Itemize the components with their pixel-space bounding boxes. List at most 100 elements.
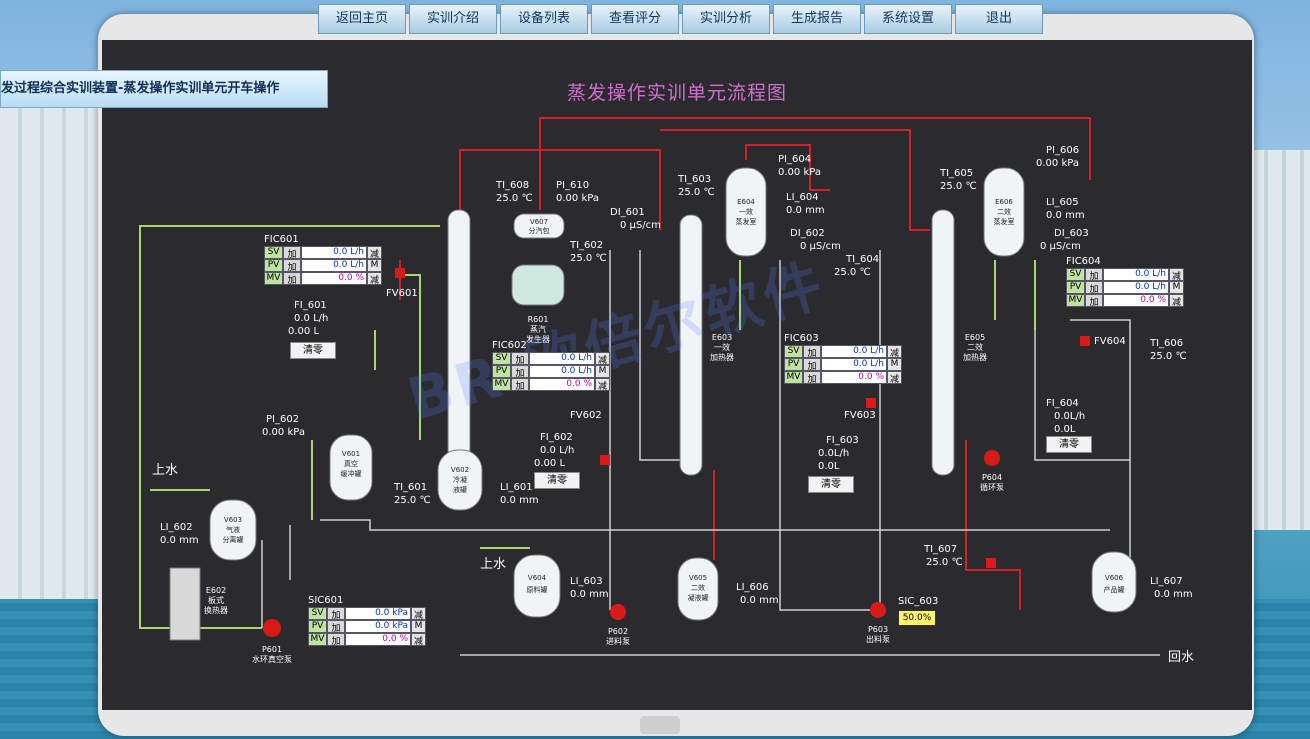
sic601-mv-increase-button[interactable]: 加 [327, 633, 345, 647]
sic601-sv-decrease-button[interactable]: 减 [411, 607, 426, 621]
fv603-valve [866, 398, 876, 408]
fic602-mv-decrease-button[interactable]: 减 [595, 378, 610, 392]
e605-tag: E605 [965, 333, 985, 342]
li606-value: 0.0 mm [740, 595, 779, 606]
r601-name1: 蒸汽 [530, 324, 546, 334]
fic604-mode-button[interactable]: M [1169, 281, 1184, 294]
fic603-sv-increase-button[interactable]: 加 [803, 345, 821, 359]
fic601-mv-increase-button[interactable]: 加 [283, 272, 301, 286]
nav-intro-button[interactable]: 实训介绍 [409, 4, 497, 34]
e605-condensate-line [965, 440, 1021, 610]
pumps [263, 450, 1000, 637]
p602-pump [610, 604, 626, 620]
nav-settings-button[interactable]: 系统设置 [864, 4, 952, 34]
v601-vessel [329, 434, 373, 501]
li601-tag: LI_601 [500, 482, 533, 493]
li607-value: 0.0 mm [1154, 589, 1193, 600]
fic603-mv-decrease-button[interactable]: 减 [887, 371, 902, 385]
water-in-1-label: 上水 [152, 463, 178, 478]
sic601-mode-button[interactable]: M [411, 620, 426, 633]
nav-equipment-button[interactable]: 设备列表 [500, 4, 588, 34]
fic602-mv-increase-button[interactable]: 加 [511, 378, 529, 392]
fic602-pv-increase-button[interactable]: 加 [511, 365, 529, 379]
ti604-tag: TI_604 [845, 254, 879, 265]
fic603-sv-decrease-button[interactable]: 减 [887, 345, 902, 359]
nav-home-button[interactable]: 返回主页 [318, 4, 406, 34]
fic603-pv-increase-button[interactable]: 加 [803, 358, 821, 372]
r601-vessel [511, 264, 565, 306]
li606-tag: LI_606 [736, 582, 769, 593]
fic601-mv-key: MV [264, 272, 283, 285]
fic604-sv-increase-button[interactable]: 加 [1085, 268, 1103, 282]
steam-to-e605-line [660, 129, 930, 231]
fic604-mv-decrease-button[interactable]: 减 [1169, 294, 1184, 308]
v607-vessel [513, 213, 565, 239]
ti603-tag: TI_603 [677, 174, 711, 185]
sic603-value-field[interactable]: 50.0% [898, 610, 936, 626]
v604-name: 原料罐 [527, 585, 548, 594]
fic602-sv-increase-button[interactable]: 加 [511, 352, 529, 366]
ti607-valve [986, 558, 996, 568]
e604-name1: 一效 [739, 207, 753, 216]
fi604-rate: 0.0L/h [1054, 411, 1085, 422]
fic603-mode-button[interactable]: M [887, 358, 902, 371]
e606-evaporator [983, 167, 1025, 257]
fic602-sv-decrease-button[interactable]: 减 [595, 352, 610, 366]
nav-exit-button[interactable]: 退出 [955, 4, 1043, 34]
v602-tank [437, 449, 483, 511]
e604-vent-line [745, 144, 830, 191]
v607-name: 分汽包 [529, 226, 550, 235]
steam-main-line [539, 117, 1091, 210]
ti607-value: 25.0 ℃ [926, 557, 963, 568]
p601-name: 水环真空泵 [252, 654, 292, 664]
fic601-mode-button[interactable]: M [367, 259, 382, 272]
fic601-mv-decrease-button[interactable]: 减 [367, 272, 382, 286]
equipment-labels: V607 分汽包 R601 蒸汽 发生器 E603 一效 加热器 E604 一效… [204, 198, 1125, 664]
di603-value: 0 μS/cm [1040, 241, 1081, 252]
fic602-sv-key: SV [492, 352, 511, 365]
fi601-reset-button[interactable]: 清零 [290, 342, 336, 359]
stream-labels: 上水 上水 回水 [152, 463, 1194, 665]
fic602-mv-key: MV [492, 378, 511, 391]
fic601-sv-increase-button[interactable]: 加 [283, 246, 301, 260]
sic601-mv-decrease-button[interactable]: 减 [411, 633, 426, 647]
e606-tag: E606 [995, 198, 1013, 206]
fic603-mv-value: 0.0 % [821, 371, 887, 384]
fic602-panel: FIC602 SV 加 0.0 L/h 减 PV 加 0.0 L/h M MV … [492, 340, 610, 392]
v603-name2: 分离罐 [223, 535, 244, 544]
v603-vessel [209, 499, 257, 561]
v606-tag: V606 [1105, 574, 1124, 582]
fic603-sv-value: 0.0 L/h [821, 345, 887, 358]
fi603-reset-button[interactable]: 清零 [808, 476, 854, 493]
fic604-sv-decrease-button[interactable]: 减 [1169, 268, 1184, 282]
li603-value: 0.0 mm [570, 589, 609, 600]
nav-score-button[interactable]: 查看评分 [591, 4, 679, 34]
fv604-tag: FV604 [1094, 336, 1126, 347]
sic601-pv-increase-button[interactable]: 加 [327, 620, 345, 634]
fic601-pv-increase-button[interactable]: 加 [283, 259, 301, 273]
fi602-total: 0.00 L [534, 458, 565, 469]
fi601-total: 0.00 L [288, 326, 319, 337]
sic601-sv-value: 0.0 kPa [345, 607, 411, 620]
p603-tag: P603 [868, 625, 888, 634]
fic602-mode-button[interactable]: M [595, 365, 610, 378]
fic604-mv-increase-button[interactable]: 加 [1085, 294, 1103, 308]
fi602-reset-button[interactable]: 清零 [534, 472, 580, 489]
fi604-reset-button[interactable]: 清零 [1046, 436, 1092, 453]
fi604-tag: FI_604 [1046, 398, 1079, 409]
nav-analysis-button[interactable]: 实训分析 [682, 4, 770, 34]
sic601-sv-increase-button[interactable]: 加 [327, 607, 345, 621]
fic601-sv-decrease-button[interactable]: 减 [367, 246, 382, 260]
sic601-pv-key: PV [308, 620, 327, 633]
e603-name1: 一效 [714, 342, 730, 352]
fic604-pv-increase-button[interactable]: 加 [1085, 281, 1103, 295]
p604-tag: P604 [982, 473, 1002, 482]
monitor-stand [640, 716, 680, 734]
e603-tag: E603 [712, 333, 732, 342]
pi602-value: 0.00 kPa [262, 427, 305, 438]
fic603-mv-increase-button[interactable]: 加 [803, 371, 821, 385]
v606-name: 产品罐 [1104, 585, 1125, 594]
fic603-mv-row: MV 加 0.0 % 减 [784, 371, 902, 385]
ti605-tag: TI_605 [939, 168, 973, 179]
nav-report-button[interactable]: 生成报告 [773, 4, 861, 34]
